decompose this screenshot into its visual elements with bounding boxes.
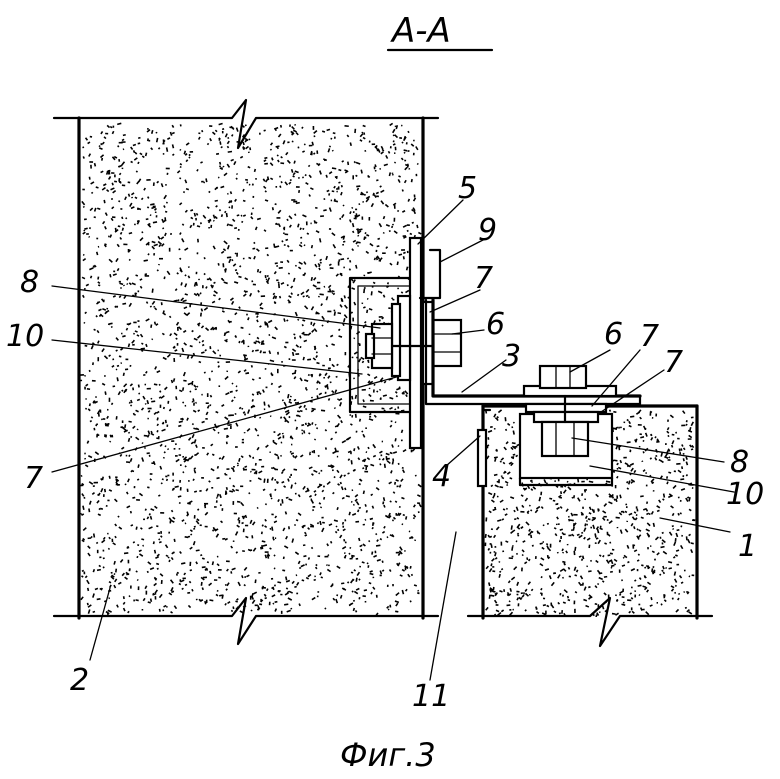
section-title: А-А [390, 11, 451, 51]
wall-panel-left [52, 98, 440, 646]
connecting-angle-assembly [424, 298, 642, 488]
callout-3: 3 [502, 339, 521, 374]
figure-caption: Фиг.3 [340, 736, 436, 774]
callout-6-right: 6 [604, 317, 623, 352]
callout-6-left: 6 [486, 307, 505, 342]
callout-10-right: 10 [726, 477, 764, 512]
callout-1: 1 [738, 529, 757, 564]
callout-5: 5 [458, 171, 477, 206]
callout-11: 11 [412, 679, 450, 714]
callout-7-right-a: 7 [640, 319, 659, 354]
leader-lines [51, 199, 735, 681]
left-fastening-assembly [348, 236, 463, 450]
floor-panel-right [466, 404, 714, 648]
callout-8-right: 8 [730, 445, 749, 480]
callout-10-left: 10 [6, 319, 44, 354]
callout-2: 2 [70, 663, 89, 698]
callout-4: 4 [432, 459, 451, 494]
callout-7-left-top: 7 [474, 261, 493, 296]
callout-7-right-b: 7 [664, 345, 683, 380]
callout-7-left-bottom: 7 [24, 461, 43, 496]
callout-8-left: 8 [20, 265, 39, 300]
callout-9: 9 [478, 213, 497, 248]
